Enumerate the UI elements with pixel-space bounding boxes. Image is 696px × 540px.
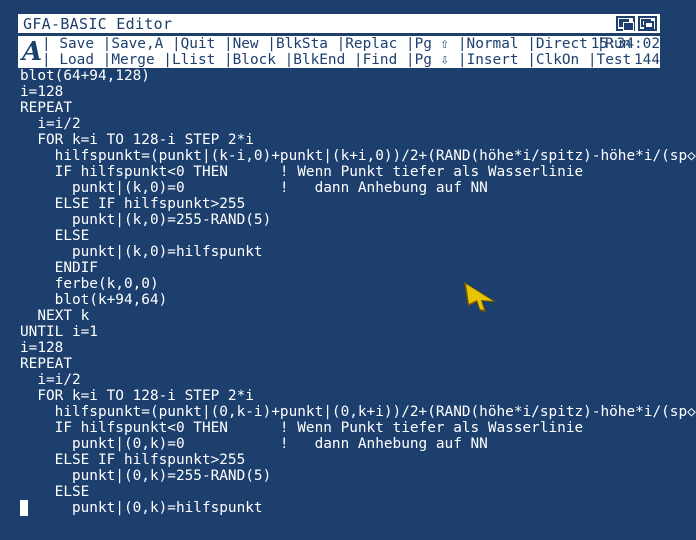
- menu-item-quit[interactable]: Quit: [180, 36, 216, 52]
- code-line[interactable]: UNTIL i=1: [20, 324, 98, 340]
- clock-display: 15:34:02: [590, 36, 660, 52]
- code-line[interactable]: i=128: [20, 84, 64, 100]
- code-line[interactable]: IF hilfspunkt<0 THEN ! Wenn Punkt tiefer…: [20, 420, 584, 436]
- menu-item-new[interactable]: New: [232, 36, 259, 52]
- menu-row-top: | Save |Save,A |Quit |New |BlkSta |Repla…: [42, 36, 660, 52]
- menu-separator: |: [397, 36, 415, 52]
- code-line[interactable]: ELSE IF hilfspunkt>255: [20, 452, 246, 468]
- editor-screen: GFA-BASIC Editor A | Save |Save,A |Quit …: [18, 14, 696, 518]
- menu-item-normal[interactable]: Normal: [466, 36, 519, 52]
- menu-item-merge[interactable]: Merge: [111, 52, 155, 68]
- menu-separator: |: [587, 36, 606, 52]
- code-line[interactable]: NEXT k: [20, 308, 90, 324]
- menu-separator: |: [258, 36, 276, 52]
- code-line[interactable]: FOR k=i TO 128-i STEP 2*i: [20, 132, 254, 148]
- menu-item-blkend[interactable]: BlkEnd: [293, 52, 346, 68]
- code-line[interactable]: hilfspunkt=(punkt|(k-i,0)+punkt|(k+i,0))…: [20, 148, 696, 164]
- code-line[interactable]: punkt|(0,k)=255-RAND(5): [20, 468, 272, 484]
- menu-separator: |: [449, 52, 467, 68]
- gfa-logo-icon: A: [22, 37, 43, 67]
- window-depth-front-icon[interactable]: [638, 16, 657, 31]
- code-line[interactable]: ELSE: [20, 484, 90, 500]
- code-line[interactable]: REPEAT: [20, 100, 72, 116]
- mouse-pointer-icon: [464, 282, 496, 312]
- menu-separator: |: [154, 52, 172, 68]
- code-line[interactable]: i=i/2: [20, 116, 81, 132]
- menu-row-bottom: | Load |Merge |Llist |Block |BlkEnd |Fin…: [42, 52, 660, 68]
- free-memory-display: 144: [634, 52, 660, 68]
- menu-item-direct[interactable]: Direct: [535, 36, 588, 52]
- menu-separator: |: [93, 52, 112, 68]
- menu-item-load[interactable]: Load: [59, 52, 94, 68]
- menu-separator: |: [215, 36, 233, 52]
- menu-separator: |: [327, 36, 346, 52]
- menu-separator: |: [518, 52, 536, 68]
- menu-item-save[interactable]: Save: [59, 36, 94, 52]
- menu-separator: |: [275, 52, 294, 68]
- text-cursor: [20, 500, 28, 516]
- menu-item-blksta[interactable]: BlkSta: [275, 36, 328, 52]
- code-line[interactable]: i=i/2: [20, 372, 81, 388]
- window-depth-back-icon[interactable]: [616, 16, 635, 31]
- menu-item-insert[interactable]: Insert: [466, 52, 519, 68]
- title-bar[interactable]: GFA-BASIC Editor: [18, 14, 660, 33]
- code-line[interactable]: i=128: [20, 340, 64, 356]
- menu-item-replac[interactable]: Replac: [345, 36, 398, 52]
- code-line[interactable]: ferbe(k,0,0): [20, 276, 159, 292]
- menu-bar: A | Save |Save,A |Quit |New |BlkSta |Rep…: [18, 36, 660, 68]
- window-title: GFA-BASIC Editor: [23, 15, 173, 33]
- code-line[interactable]: ELSE IF hilfspunkt>255: [20, 196, 246, 212]
- menu-separator: |: [163, 36, 181, 52]
- code-line[interactable]: IF hilfspunkt<0 THEN ! Wenn Punkt tiefer…: [20, 164, 584, 180]
- menu-item-block[interactable]: Block: [232, 52, 276, 68]
- code-line[interactable]: ELSE: [20, 228, 90, 244]
- menu-item-pg[interactable]: Pg ⇩: [414, 52, 450, 68]
- menu-separator: |: [42, 52, 60, 68]
- menu-separator: |: [579, 52, 597, 68]
- menu-item-find[interactable]: Find: [362, 52, 398, 68]
- code-line[interactable]: punkt|(0,k)=0 ! dann Anhebung auf NN: [20, 436, 488, 452]
- menu-item-clkon[interactable]: ClkOn: [535, 52, 580, 68]
- code-line[interactable]: punkt|(k,0)=255-RAND(5): [20, 212, 272, 228]
- menu-item-llist[interactable]: Llist: [171, 52, 216, 68]
- menu-item-run[interactable]: Run: [605, 36, 632, 52]
- menu-separator: |: [215, 52, 233, 68]
- menu-separator: |: [42, 36, 60, 52]
- code-line[interactable]: FOR k=i TO 128-i STEP 2*i: [20, 388, 254, 404]
- code-line[interactable]: REPEAT: [20, 356, 72, 372]
- code-line[interactable]: blot(k+94,64): [20, 292, 168, 308]
- code-line[interactable]: punkt|(k,0)=0 ! dann Anhebung auf NN: [20, 180, 488, 196]
- code-line[interactable]: ENDIF: [20, 260, 98, 276]
- code-line[interactable]: hilfspunkt=(punkt|(0,k-i)+punkt|(0,k+i))…: [20, 404, 696, 420]
- menu-separator: |: [449, 36, 467, 52]
- code-line[interactable]: punkt|(0,k)=hilfspunkt: [20, 500, 263, 516]
- menu-separator: |: [345, 52, 363, 68]
- menu-item-save-a[interactable]: Save,A: [111, 36, 164, 52]
- menu-separator: |: [397, 52, 415, 68]
- menu-item-pg[interactable]: Pg ⇧: [414, 36, 450, 52]
- code-line[interactable]: blot(64+94,128): [20, 68, 150, 84]
- menu-separator: |: [93, 36, 112, 52]
- menu-separator: |: [518, 36, 536, 52]
- menu-item-test[interactable]: Test: [596, 52, 632, 68]
- code-line[interactable]: punkt|(k,0)=hilfspunkt: [20, 244, 263, 260]
